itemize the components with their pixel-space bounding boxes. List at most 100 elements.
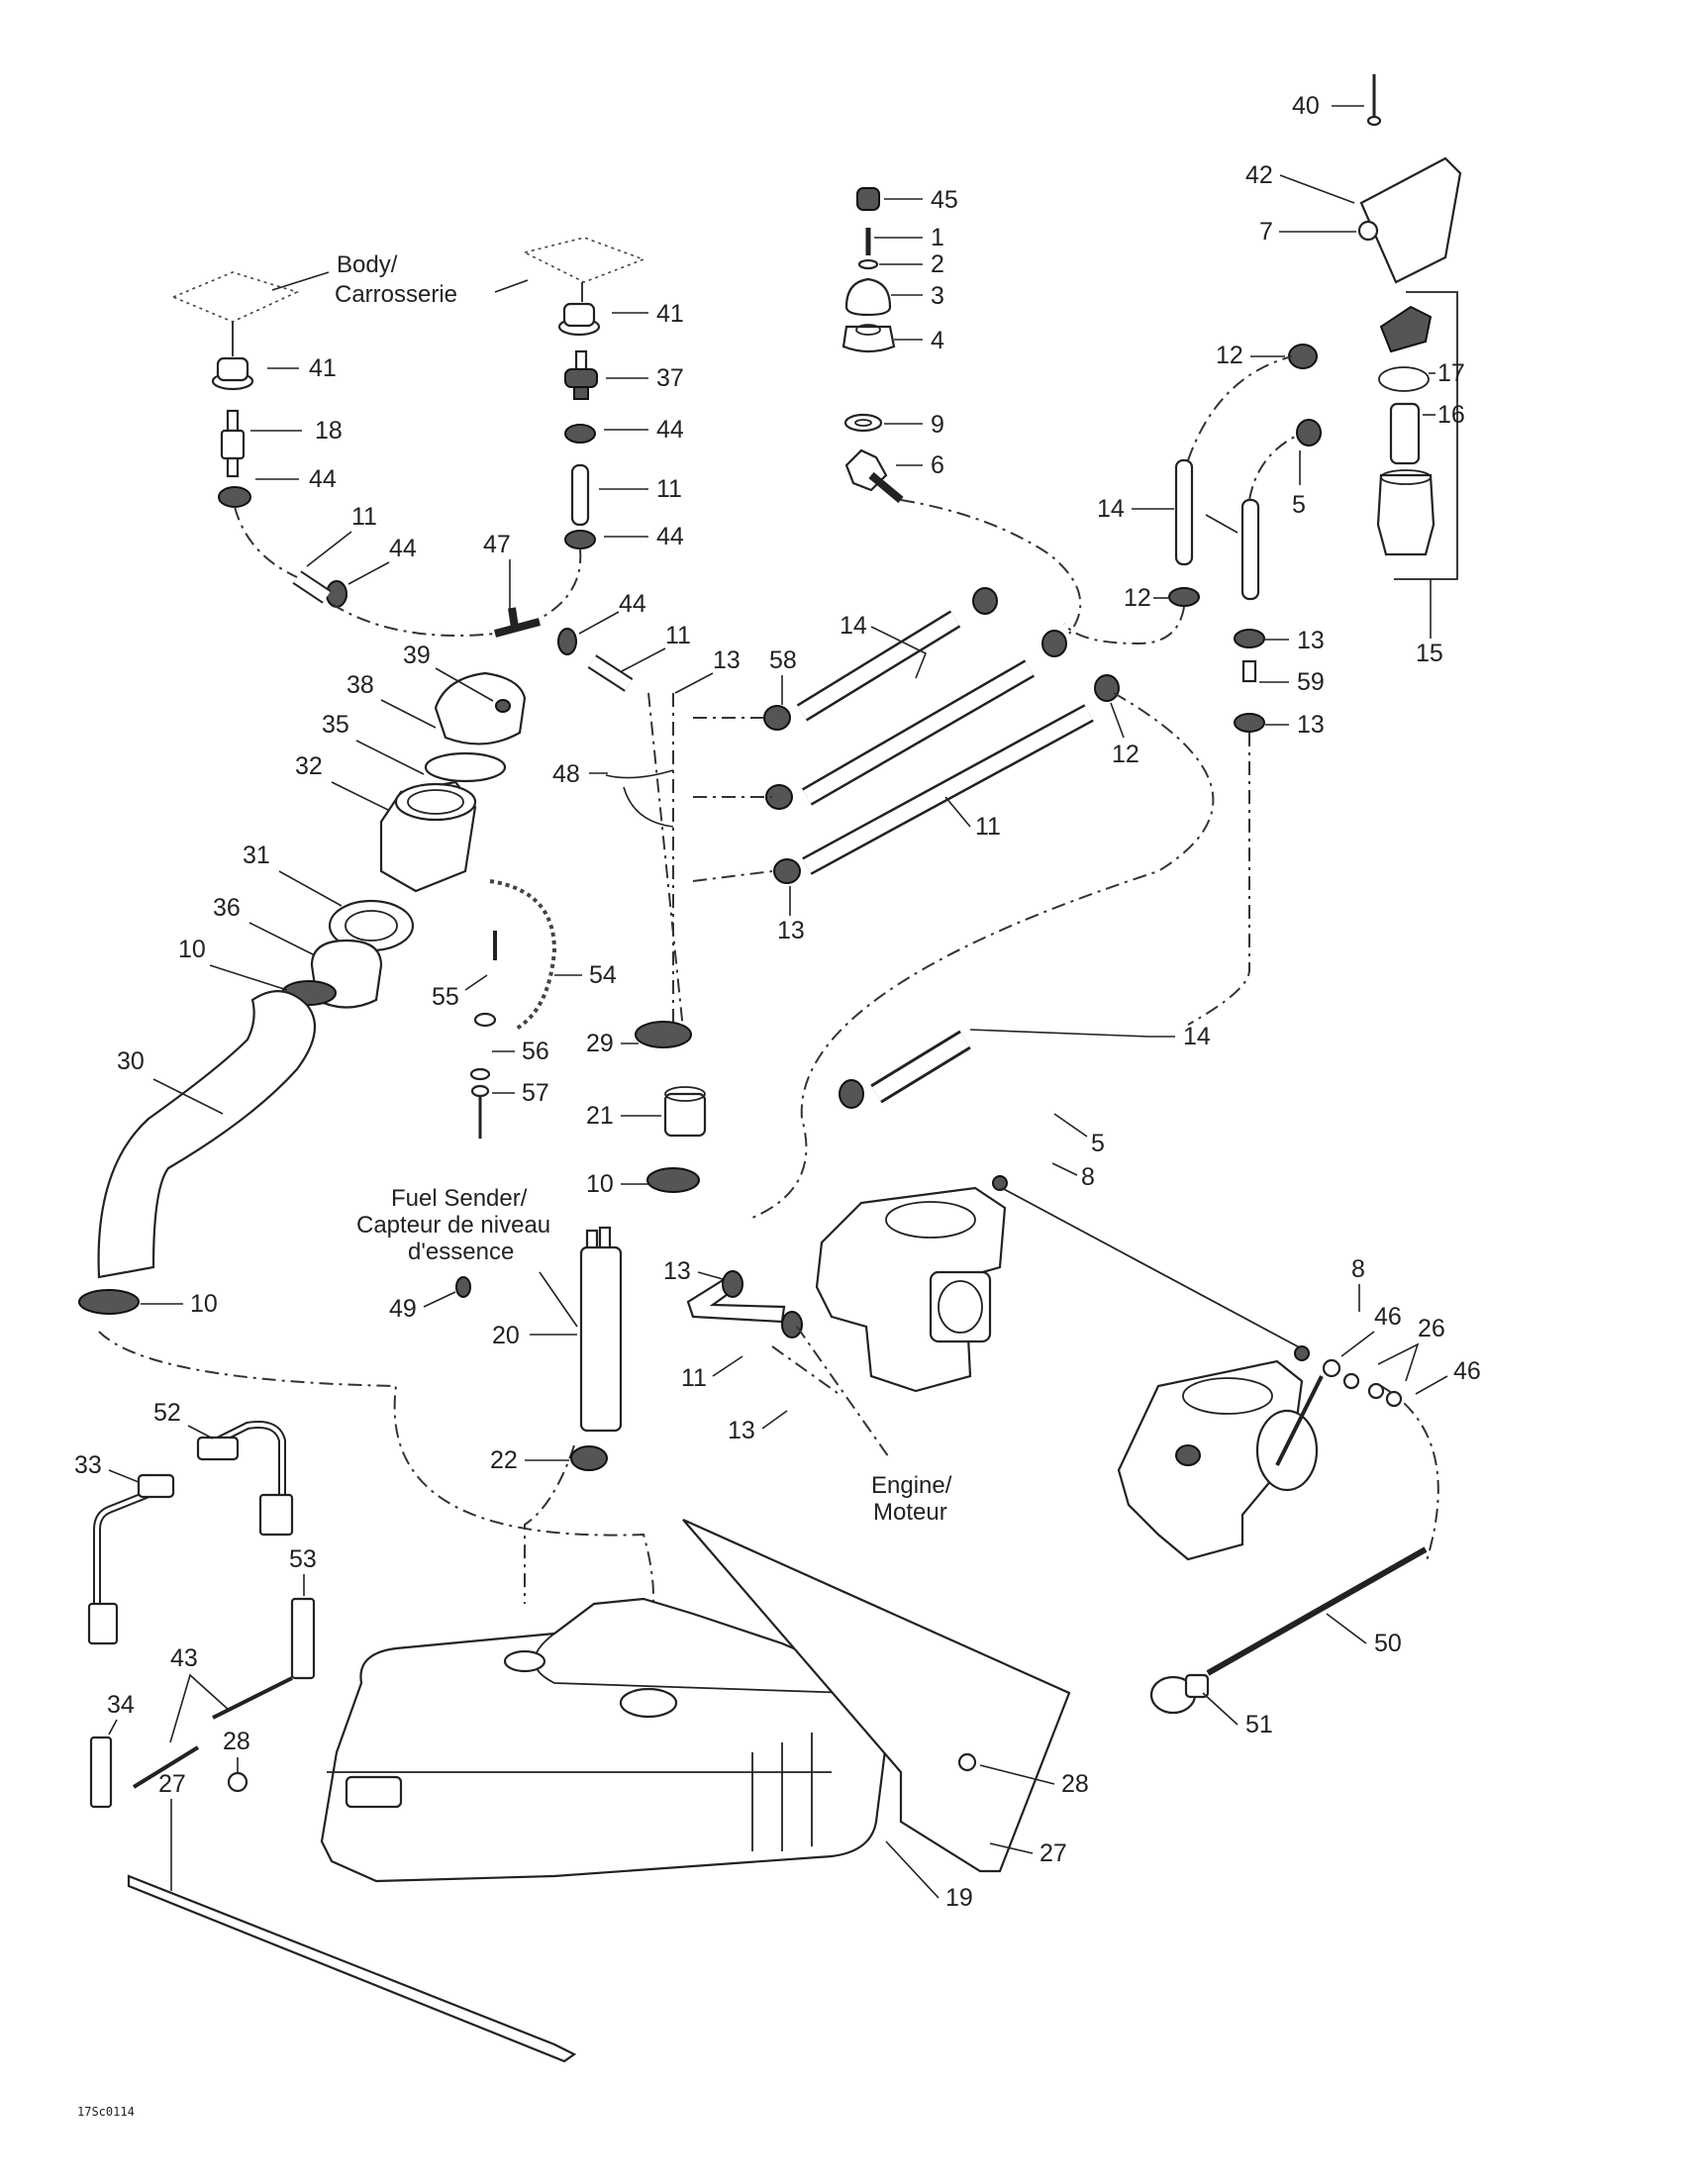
callout-37: 37: [656, 364, 684, 392]
callout-44-e: 44: [619, 590, 646, 618]
callout-4: 4: [931, 327, 944, 354]
callout-59: 59: [1297, 668, 1325, 696]
callout-40: 40: [1292, 92, 1320, 120]
fuel-tank-19: [320, 1597, 888, 1883]
callouts: 40 42 7 45 1 2 3 4 9 6 41 41 18 44 37 44…: [74, 92, 1481, 1912]
caption-body-line2: Carrosserie: [335, 281, 457, 308]
callout-9: 9: [931, 411, 944, 439]
callout-18: 18: [315, 417, 343, 445]
callout-48: 48: [552, 760, 580, 788]
callout-10-b: 10: [190, 1290, 218, 1318]
callout-57: 57: [522, 1079, 549, 1107]
callout-12-a: 12: [1112, 741, 1139, 768]
choke-cable-50: [1206, 1546, 1428, 1676]
caption-fuel-sender-line1: Fuel Sender/: [391, 1185, 528, 1212]
strap-33: [87, 1473, 175, 1645]
clamp-10-lower: [78, 1289, 140, 1315]
callout-56: 56: [522, 1038, 549, 1065]
fuel-valve-cap-stack: [842, 187, 896, 353]
callout-30: 30: [117, 1047, 145, 1075]
drawing-code: 17Sc0114: [77, 2105, 135, 2119]
callout-8-a: 8: [1081, 1163, 1095, 1191]
callout-51: 51: [1245, 1711, 1273, 1738]
filler-neck-32: [379, 780, 477, 893]
hoses-diagonal-center: [763, 587, 1120, 884]
callout-22: 22: [490, 1446, 518, 1474]
callout-14-c: 14: [1183, 1023, 1211, 1050]
caption-fuel-sender-line3: d'essence: [408, 1239, 514, 1265]
body-panel-right: [522, 237, 646, 283]
callout-26: 26: [1418, 1315, 1445, 1342]
heat-shield-27-lower: [127, 1874, 577, 2063]
grommet-21: [663, 1086, 707, 1138]
caption-engine-line2: Moteur: [873, 1499, 947, 1526]
callout-11-d: 11: [975, 813, 1001, 841]
callout-5-b: 5: [1091, 1130, 1105, 1157]
grommet-41-right: [557, 282, 601, 337]
filler-hose-30: [97, 990, 317, 1279]
clamp-5-lower: [839, 1079, 864, 1109]
callout-14-b: 14: [1097, 495, 1125, 523]
callout-50: 50: [1374, 1630, 1402, 1657]
filler-cap-38: [424, 671, 527, 783]
fuel-sender-20: [455, 1226, 623, 1433]
callout-7: 7: [1259, 218, 1273, 246]
callout-10-a: 10: [178, 936, 206, 963]
fuel-filter-15: [1376, 291, 1458, 580]
callout-20: 20: [492, 1322, 520, 1349]
callout-41-left: 41: [309, 354, 337, 382]
callout-44-d: 44: [656, 523, 684, 550]
callout-8-b: 8: [1351, 1255, 1365, 1283]
callout-52: 52: [153, 1399, 181, 1427]
callout-15: 15: [1416, 640, 1443, 667]
hoses-14-right: [1168, 344, 1322, 733]
callout-36: 36: [213, 894, 241, 922]
callout-27-left: 27: [158, 1770, 186, 1798]
callout-49: 49: [389, 1295, 417, 1323]
callout-39: 39: [403, 642, 431, 669]
rivet-43-upper: [212, 1676, 293, 1720]
tether-54: [469, 879, 557, 1139]
plate-53: [290, 1597, 316, 1680]
callout-19: 19: [945, 1884, 973, 1912]
throttle-body-upper: [815, 1175, 1308, 1393]
tee-fitting-47: [493, 607, 542, 638]
callout-13-e: 13: [663, 1257, 691, 1285]
callout-11-b: 11: [656, 475, 682, 503]
caption-engine-line1: Engine/: [871, 1472, 952, 1499]
callout-44-c: 44: [389, 535, 417, 562]
bracket-42: [1357, 74, 1462, 284]
choke-knob-51: [1149, 1673, 1210, 1715]
captions: Body/ Carrosserie Fuel Sender/ Capteur d…: [77, 251, 952, 2119]
hoses-11: [292, 463, 634, 692]
clamp-10-sender: [646, 1167, 700, 1193]
clamp-13-upper: [722, 1270, 743, 1298]
callout-10-c: 10: [586, 1170, 614, 1198]
callout-12-c: 12: [1124, 584, 1151, 612]
callout-47: 47: [483, 531, 511, 558]
callout-46-a: 46: [1374, 1303, 1402, 1331]
callout-1: 1: [931, 224, 944, 251]
callout-31: 31: [243, 842, 270, 869]
callout-11-e: 11: [681, 1364, 707, 1392]
gasket-22: [570, 1445, 608, 1471]
check-valve-18: [220, 409, 246, 478]
callout-11-a: 11: [351, 503, 377, 531]
throttle-body-lower: [1117, 1345, 1403, 1561]
callout-33: 33: [74, 1451, 102, 1479]
callout-27-right: 27: [1040, 1839, 1067, 1867]
callout-54: 54: [589, 961, 617, 989]
callout-44-a: 44: [309, 465, 337, 493]
fuel-valve-6: [843, 413, 904, 504]
callout-53: 53: [289, 1545, 317, 1573]
callout-6: 6: [931, 451, 944, 479]
callout-42: 42: [1245, 161, 1273, 189]
vent-fitting-37: [564, 349, 598, 400]
plate-34: [89, 1736, 113, 1809]
screw-28-left: [227, 1771, 248, 1793]
callout-45: 45: [931, 186, 958, 214]
callout-21: 21: [586, 1102, 614, 1130]
callout-44-b: 44: [656, 416, 684, 444]
heat-shield-27-right: [682, 1518, 1071, 1873]
